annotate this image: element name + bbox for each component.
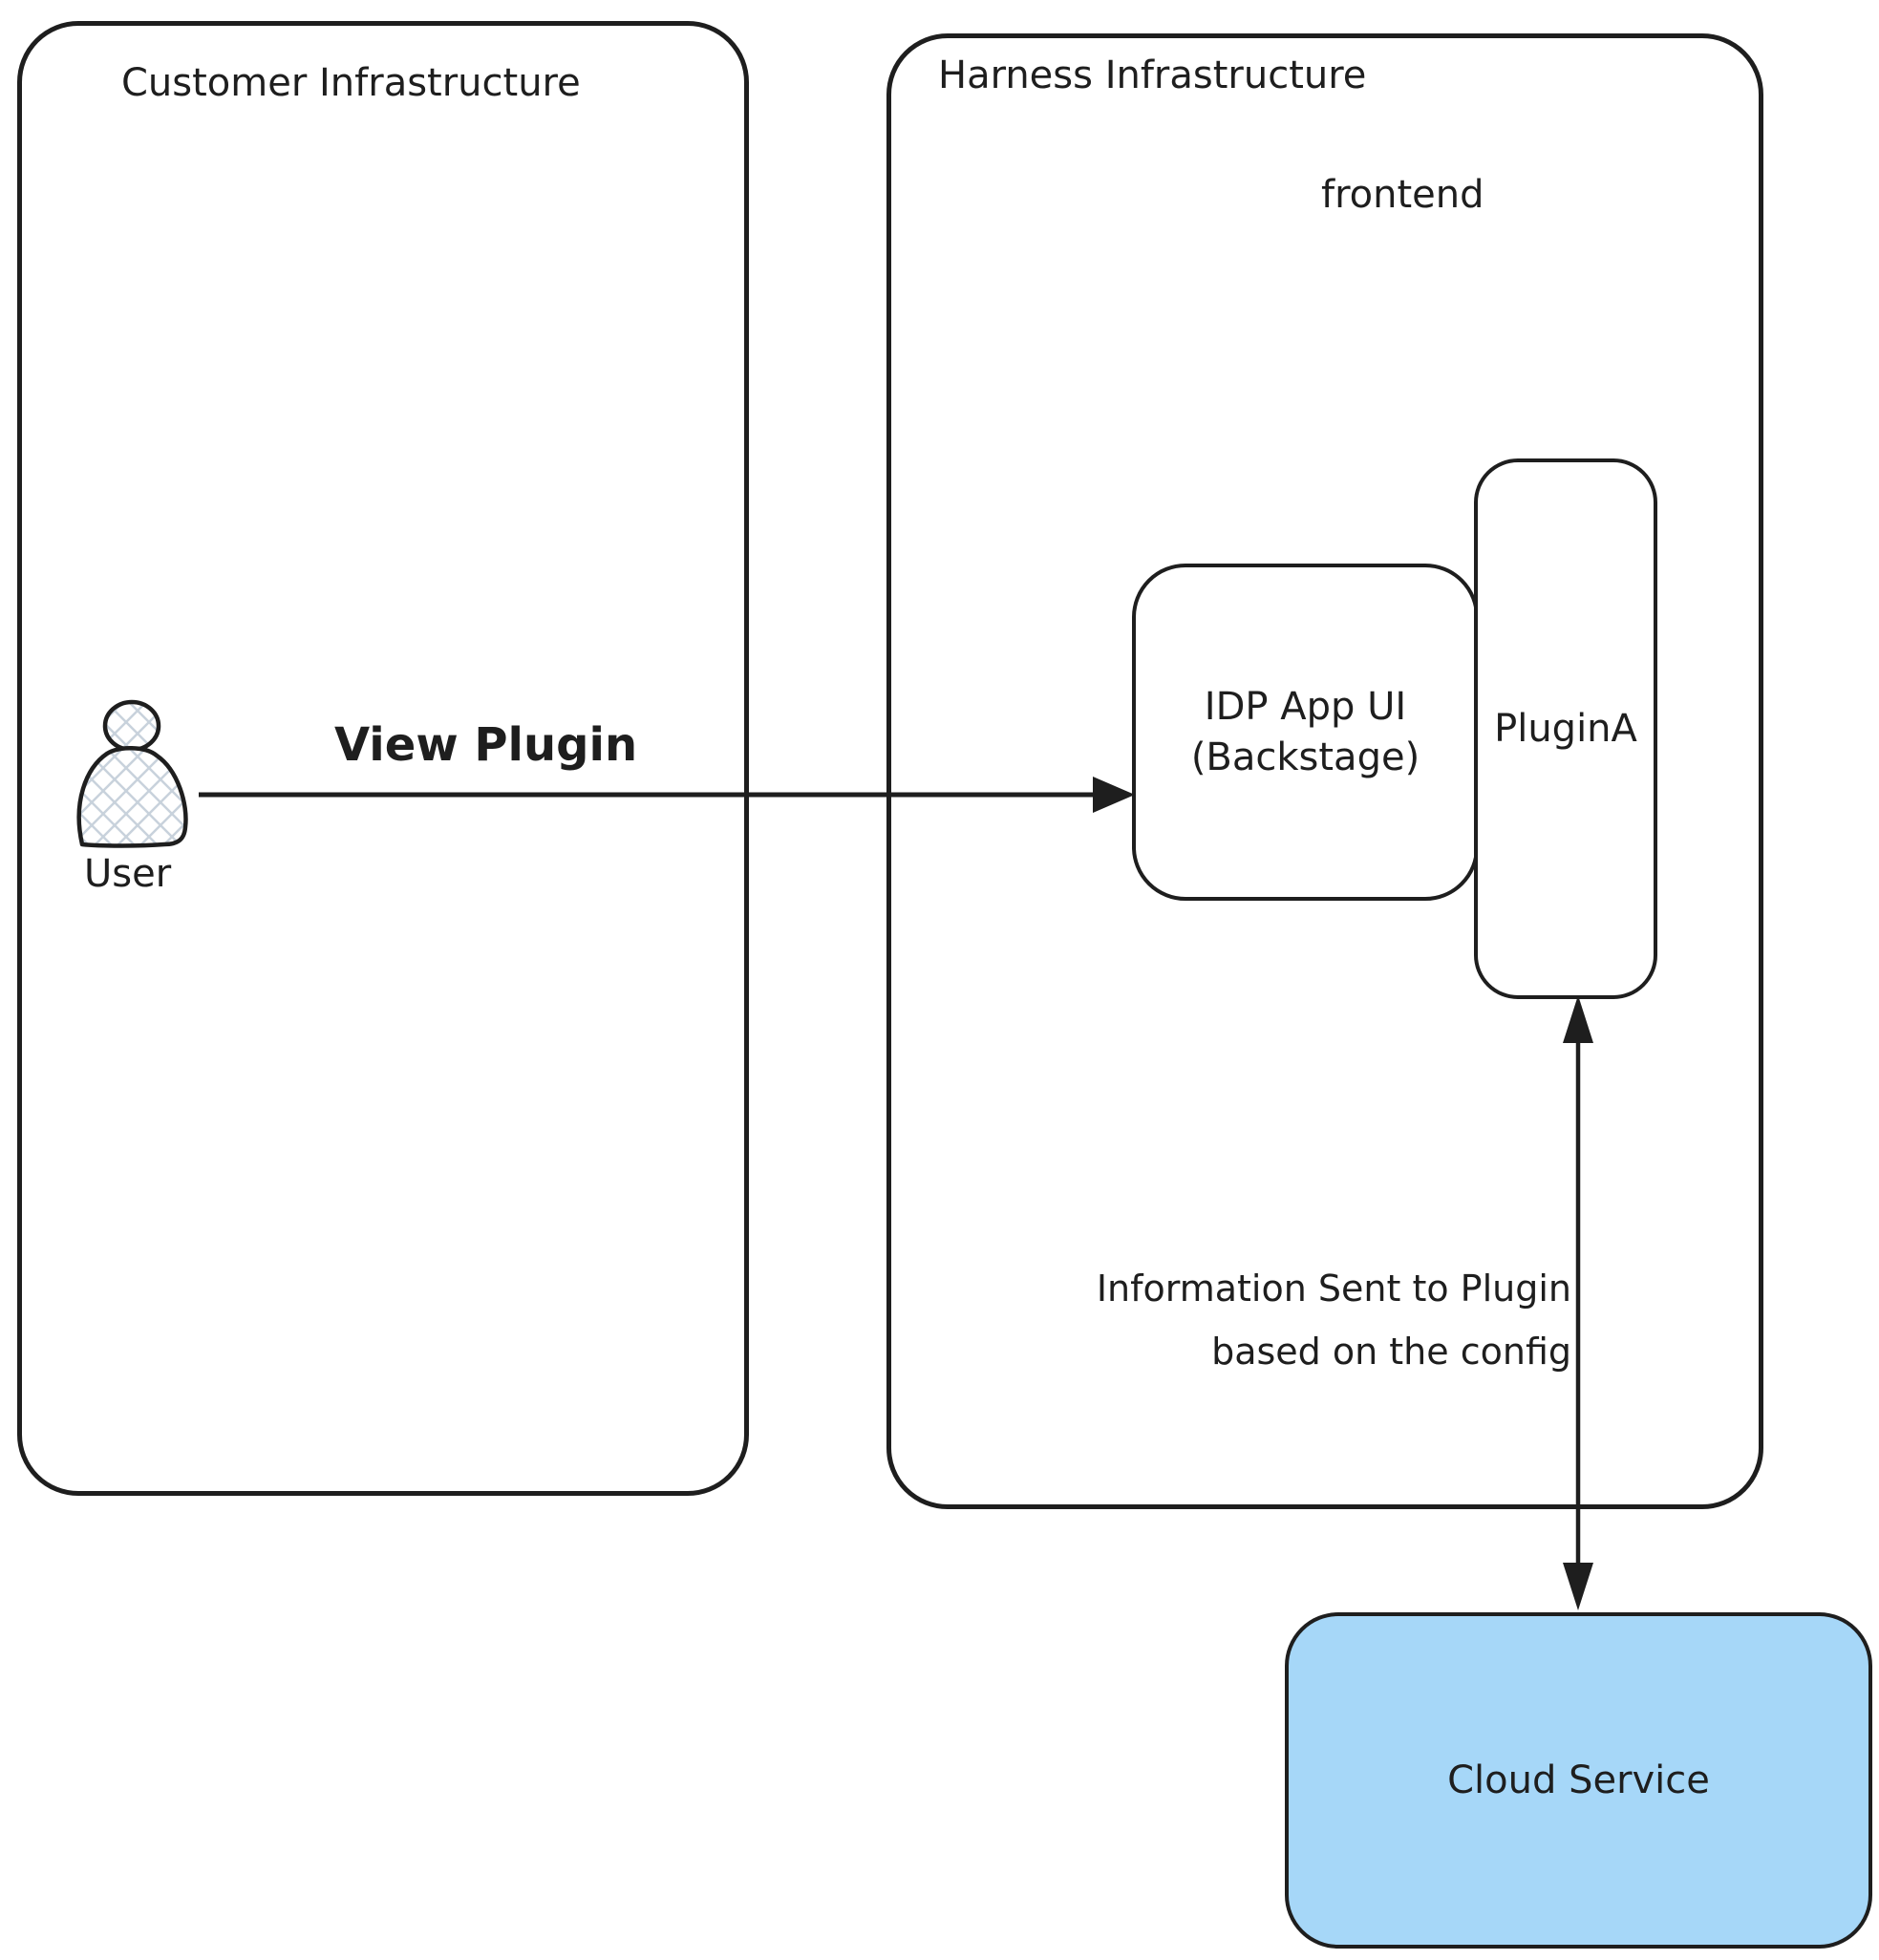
plugin-a-box: PluginA <box>1474 458 1657 999</box>
info-arrow-label: Information Sent to Plugin based on the … <box>1097 1257 1571 1383</box>
arrowhead-down <box>1563 1563 1593 1610</box>
user-label: User <box>84 852 172 896</box>
idp-label-line2: (Backstage) <box>1190 735 1420 779</box>
cloud-service-box: Cloud Service <box>1285 1612 1872 1949</box>
harness-box-title: Harness Infrastructure <box>938 53 1367 97</box>
cloud-service-label: Cloud Service <box>1447 1758 1710 1802</box>
view-plugin-label: View Plugin <box>334 718 638 772</box>
idp-app-ui-label: IDP App UI (Backstage) <box>1191 682 1420 783</box>
info-label-line1: Information Sent to Plugin <box>1096 1268 1571 1310</box>
idp-app-ui-box: IDP App UI (Backstage) <box>1132 564 1479 901</box>
info-label-line2: based on the config <box>1211 1331 1571 1373</box>
idp-label-line1: IDP App UI <box>1204 684 1407 729</box>
frontend-label: frontend <box>1321 173 1484 217</box>
harness-infrastructure-box <box>886 33 1763 1509</box>
customer-box-title: Customer Infrastructure <box>121 61 581 105</box>
plugin-a-label: PluginA <box>1494 706 1637 751</box>
customer-infrastructure-box <box>17 21 749 1496</box>
